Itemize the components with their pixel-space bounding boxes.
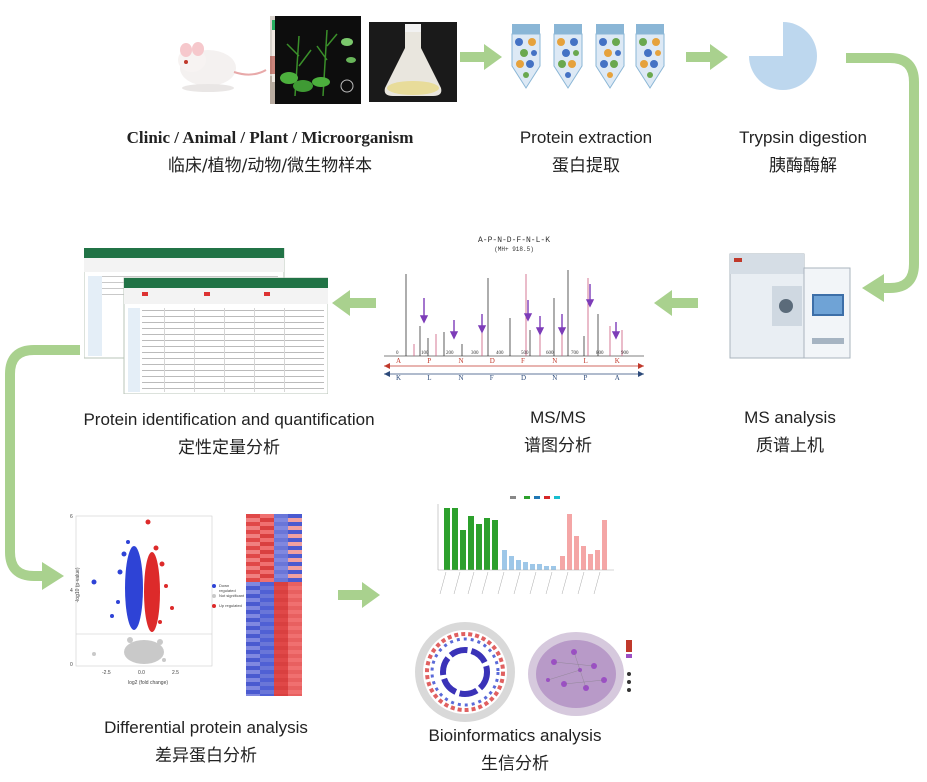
bioinfo-label-zh: 生信分析 <box>481 754 549 774</box>
b-ion-4: F <box>521 357 525 365</box>
mouse-image <box>170 16 270 104</box>
volcano-ytick-3: 6 <box>70 514 73 520</box>
volcano-legend-up: Up regulated <box>219 603 242 608</box>
flow-arrow-curve-right <box>846 53 919 302</box>
extraction-label-en: Protein extraction <box>519 128 653 147</box>
bioinfo-label-en: Bioinformatics analysis <box>428 726 602 745</box>
flow-arrow-3 <box>654 290 698 316</box>
volcano-ytick-2: 4 <box>70 588 73 594</box>
spectrum-mass: (MH+ 918.5) <box>494 246 534 253</box>
y-ion-6: P <box>583 374 588 382</box>
mass-spectrometer-image <box>729 253 851 359</box>
trypsin-pie-icon <box>749 22 817 90</box>
sample-label-en: Clinic / Animal / Plant / Microorganism <box>126 128 414 147</box>
ms-label: MS analysis 质谱上机 <box>720 404 860 460</box>
differential-label-en: Differential protein analysis <box>104 718 308 737</box>
spectrum-plot <box>384 270 644 377</box>
sample-images <box>72 16 462 104</box>
y-ion-1: L <box>427 374 432 382</box>
spectrum-tick-3: 300 <box>471 351 479 356</box>
network-image <box>528 632 632 716</box>
heatmap-image <box>246 514 302 696</box>
volcano-xtick-3: 2.5 <box>172 670 179 676</box>
volcano-ylabel: -log10 (p-value) <box>75 567 81 603</box>
bioinfo-label: Bioinformatics analysis 生信分析 <box>412 722 618 778</box>
spectrum-tick-8: 800 <box>596 351 604 356</box>
spectrum-tick-9: 900 <box>621 351 629 356</box>
digestion-label: Trypsin digestion 胰酶酶解 <box>722 124 884 180</box>
flow-arrow-2 <box>686 44 728 70</box>
b-ion-7: K <box>614 357 620 365</box>
b-ion-3: D <box>489 357 495 365</box>
extraction-label: Protein extraction 蛋白提取 <box>506 124 666 180</box>
b-ion-1: P <box>427 357 432 365</box>
msms-spectrum: A-P-N-D-F-N-L-K (MH+ 918.5) <box>378 234 650 384</box>
digestion-label-en: Trypsin digestion <box>739 128 867 147</box>
spectrum-tick-2: 200 <box>446 351 454 356</box>
y-ion-7: A <box>614 374 620 382</box>
spectrum-tick-1: 100 <box>421 351 429 356</box>
b-ion-0: A <box>396 357 402 365</box>
sample-label: Clinic / Animal / Plant / Microorganism … <box>100 124 440 180</box>
y-ion-3: F <box>489 374 494 382</box>
sample-label-zh: 临床/植物/动物/微生物样本 <box>167 156 373 176</box>
msms-label: MS/MS 谱图分析 <box>498 404 618 460</box>
volcano-legend-down: Down regulated <box>219 583 236 593</box>
plant-image <box>275 16 361 104</box>
extraction-tubes-image <box>511 24 665 89</box>
spectrum-peptide: A-P-N-D-F-N-L-K <box>477 236 550 245</box>
go-bar-chart-image <box>437 496 614 595</box>
b-ion-2: N <box>458 357 464 365</box>
flow-arrow-curve-left <box>5 345 80 590</box>
volcano-plot-area <box>75 515 216 667</box>
identification-label: Protein identification and quantificatio… <box>66 406 392 462</box>
b-ion-6: L <box>583 357 588 365</box>
y-ion-2: N <box>458 374 464 382</box>
spectrum-tick-5: 500 <box>521 351 529 356</box>
differential-label-zh: 差异蛋白分析 <box>155 746 257 766</box>
volcano-xlabel: log2 (fold change) <box>127 680 169 686</box>
spectrum-tick-4: 400 <box>496 351 504 356</box>
flow-arrow-4 <box>332 290 376 316</box>
volcano-legend-ns: Not significant <box>219 593 245 598</box>
identification-label-zh: 定性定量分析 <box>178 438 280 458</box>
digestion-label-zh: 胰酶酶解 <box>769 156 837 176</box>
extraction-label-zh: 蛋白提取 <box>552 156 620 176</box>
msms-label-zh: 谱图分析 <box>524 436 592 456</box>
spectrum-tick-6: 600 <box>546 351 554 356</box>
volcano-plot: -log10 (p-value) log2 (fold change) -2.5… <box>64 512 246 692</box>
volcano-xtick-1: -2.5 <box>102 670 111 676</box>
circos-plot-image <box>415 622 515 722</box>
b-ion-5: N <box>552 357 558 365</box>
y-ion-0: K <box>396 374 402 382</box>
ms-label-en: MS analysis <box>744 408 836 427</box>
flow-arrow-5 <box>338 582 380 608</box>
spectrum-tick-0: 0 <box>396 351 399 356</box>
flow-arrow-1 <box>460 44 502 70</box>
msms-label-en: MS/MS <box>530 408 586 427</box>
spectrum-tick-7: 700 <box>571 351 579 356</box>
spreadsheet-image <box>84 248 328 394</box>
ms-label-zh: 质谱上机 <box>756 436 824 456</box>
y-ion-5: N <box>552 374 558 382</box>
culture-flask-image <box>369 22 457 102</box>
differential-label: Differential protein analysis 差异蛋白分析 <box>86 714 326 770</box>
identification-label-en: Protein identification and quantificatio… <box>83 410 375 429</box>
spectrum-x-ticks: 0 100 200 300 400 500 600 700 800 900 <box>392 351 642 359</box>
volcano-ytick-1: 0 <box>70 662 73 668</box>
y-ion-4: D <box>521 374 527 382</box>
volcano-xtick-2: 0.0 <box>138 670 145 676</box>
